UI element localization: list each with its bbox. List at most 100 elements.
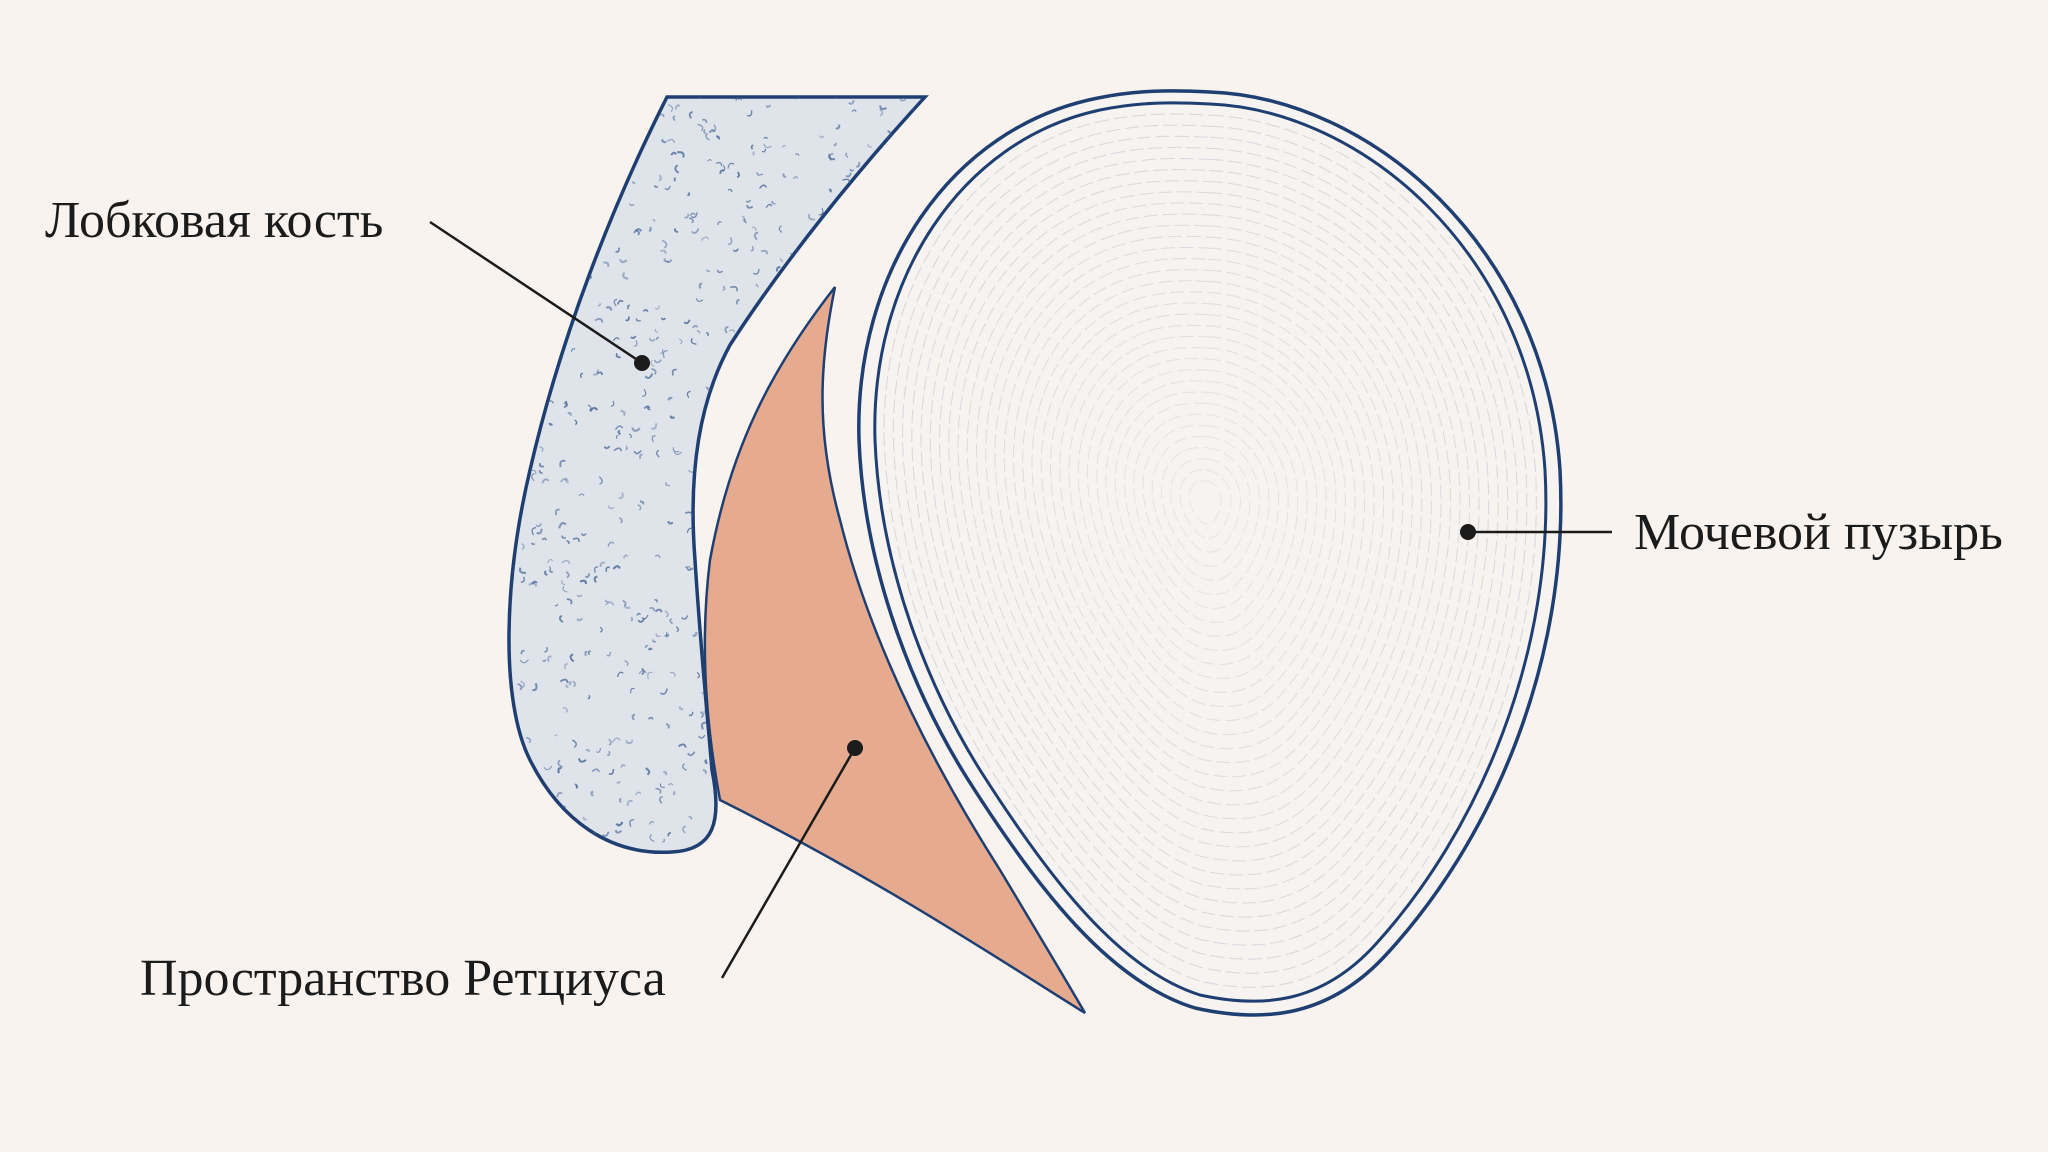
bone-texture-mark xyxy=(689,212,696,217)
bone-texture-mark xyxy=(763,136,768,140)
bone-texture-mark xyxy=(525,736,531,744)
bone-texture-mark xyxy=(622,554,629,559)
bone-texture-mark xyxy=(673,177,677,182)
bone-texture-mark xyxy=(636,612,642,616)
bone-texture-mark xyxy=(688,816,693,820)
bone-texture-mark xyxy=(743,218,747,224)
pubic-bone-leader-line xyxy=(429,220,643,365)
bone-texture-mark xyxy=(567,412,572,416)
bone-texture-mark xyxy=(700,236,710,241)
bladder-contour-line xyxy=(929,169,1490,918)
bone-texture-mark xyxy=(899,97,907,102)
bone-texture-mark xyxy=(574,783,579,789)
bone-texture-mark xyxy=(605,599,609,603)
bone-texture-mark xyxy=(699,97,703,99)
bone-texture-mark xyxy=(719,169,725,175)
bone-texture-mark xyxy=(687,751,696,757)
bone-texture-mark xyxy=(572,537,580,542)
bone-texture-mark xyxy=(554,508,560,516)
bone-texture-mark xyxy=(632,181,636,184)
bone-texture-mark xyxy=(698,734,706,739)
bone-texture-mark xyxy=(614,829,623,834)
bone-texture-mark xyxy=(620,409,626,417)
bone-texture-mark xyxy=(580,533,587,537)
bone-texture-mark xyxy=(833,142,838,147)
bone-texture-mark xyxy=(630,687,635,694)
bone-texture-mark xyxy=(654,305,660,310)
bone-texture-mark xyxy=(688,111,693,119)
bone-texture-mark xyxy=(624,660,629,667)
bone-texture-mark xyxy=(547,559,554,564)
bone-texture-mark xyxy=(696,330,701,334)
bone-texture-mark xyxy=(607,541,615,547)
bone-texture-mark xyxy=(675,625,680,633)
bladder-contour-line xyxy=(994,246,1423,820)
bone-texture-mark xyxy=(867,143,872,148)
bone-texture-mark xyxy=(756,172,764,176)
bone-texture-mark xyxy=(703,709,708,716)
bone-texture-mark xyxy=(563,401,567,407)
bone-texture-mark xyxy=(652,218,656,223)
bladder-inner-wall xyxy=(873,101,1548,1003)
bone-texture-mark xyxy=(615,247,620,253)
bone-texture-mark xyxy=(541,537,548,541)
bone-texture-mark xyxy=(700,721,706,730)
bone-texture-mark xyxy=(879,108,884,117)
bone-texture-mark xyxy=(626,304,631,310)
bone-texture-mark xyxy=(706,269,711,272)
bladder-contour-line xyxy=(1086,358,1327,679)
bone-texture-mark xyxy=(647,647,653,651)
bone-texture-mark xyxy=(708,129,716,134)
pubic-bone-callout: Лобковая кость xyxy=(45,192,650,371)
bone-texture-mark xyxy=(549,569,553,574)
bone-texture-mark xyxy=(674,228,679,233)
bone-texture-mark xyxy=(702,118,708,124)
bone-texture-mark xyxy=(655,336,660,340)
bone-texture-mark xyxy=(565,684,569,689)
bone-texture-mark xyxy=(732,248,739,253)
bone-texture-mark xyxy=(750,246,754,252)
bone-texture-mark xyxy=(659,688,668,695)
bone-texture-mark xyxy=(539,445,544,453)
bone-texture-mark xyxy=(616,780,621,784)
bone-texture-mark xyxy=(722,285,726,292)
bone-texture-mark xyxy=(792,176,799,180)
bone-texture-mark xyxy=(612,565,621,570)
bone-texture-mark xyxy=(572,680,577,688)
bladder-contour-lines xyxy=(883,113,1537,988)
bone-texture-mark xyxy=(628,433,632,439)
bladder-contour-line xyxy=(1133,413,1280,609)
bone-texture-mark xyxy=(760,249,768,255)
bone-texture-mark xyxy=(887,130,892,137)
label-pubic-bone: Лобковая кость xyxy=(45,192,383,249)
bone-texture-mark xyxy=(795,153,800,156)
bladder-contour-line xyxy=(1151,435,1260,581)
bone-texture-mark xyxy=(755,283,759,288)
bone-texture-mark xyxy=(629,203,635,207)
bone-texture-mark xyxy=(579,579,588,584)
bone-texture-mark xyxy=(541,478,550,484)
bone-texture-mark xyxy=(655,633,661,637)
bone-texture-mark xyxy=(531,542,536,546)
bone-texture-mark xyxy=(565,571,570,579)
bladder-contour-line xyxy=(1179,469,1232,539)
bone-texture-mark xyxy=(603,261,610,268)
bone-texture-mark xyxy=(736,299,740,305)
bone-texture-mark xyxy=(599,626,603,633)
bone-texture-mark xyxy=(641,614,649,620)
bone-texture-mark xyxy=(669,618,674,625)
bone-texture-mark xyxy=(563,400,568,408)
bone-texture-mark xyxy=(641,667,645,675)
bone-texture-mark xyxy=(659,113,665,118)
bone-texture-mark xyxy=(652,639,656,643)
bladder-contour-line xyxy=(1040,302,1375,750)
bone-texture-mark xyxy=(557,767,562,774)
bone-texture-mark xyxy=(595,747,601,753)
bone-texture-mark xyxy=(625,445,628,451)
bone-texture-mark xyxy=(630,739,633,743)
bone-texture-mark xyxy=(735,97,744,101)
bone-texture-mark xyxy=(696,298,704,302)
bone-texture-mark xyxy=(612,337,620,342)
bone-texture-mark xyxy=(564,477,570,484)
